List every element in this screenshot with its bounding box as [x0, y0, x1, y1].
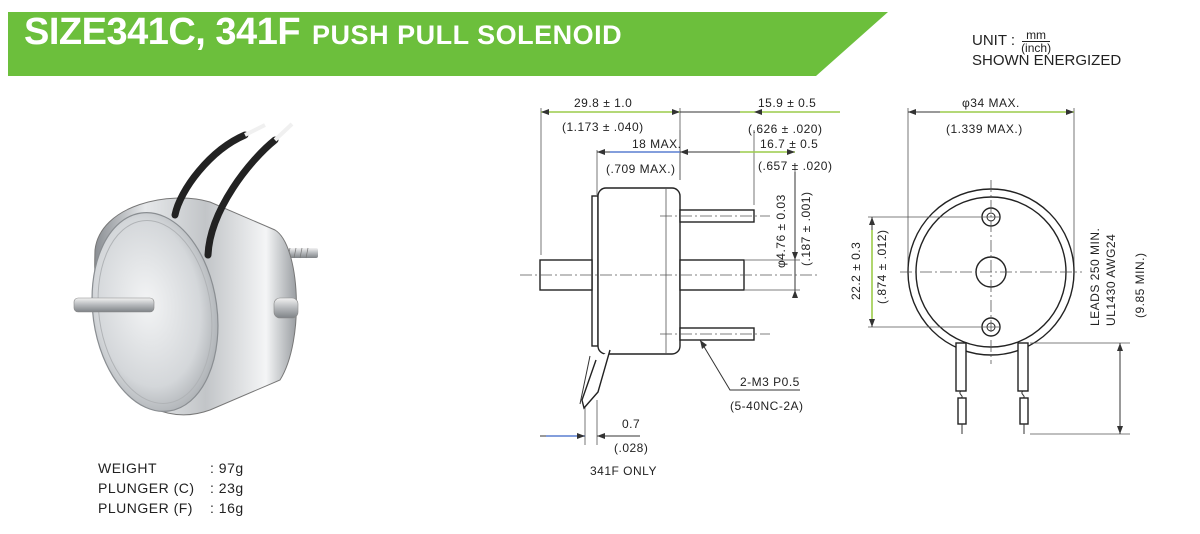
- spec-value: : 16g: [210, 500, 244, 516]
- hole-spacing-inch: (.874 ± .012): [875, 230, 889, 304]
- plunger-diameter: φ4.76 ± 0.03: [774, 194, 788, 268]
- front-lead-wires: [955, 342, 1029, 434]
- spec-row-plunger-f: PLUNGER (F) : 16g: [98, 498, 244, 518]
- flange-plate: [591, 195, 599, 347]
- spec-label: PLUNGER (C): [98, 480, 195, 496]
- unit-note: UNIT : mm (inch) SHOWN ENERGIZED: [972, 29, 1122, 70]
- plunger-extension: 16.7 ± 0.5: [760, 137, 818, 151]
- lead-wire-tip-2: [273, 122, 294, 142]
- product-name: PUSH PULL SOLENOID: [312, 20, 623, 50]
- spec-row-plunger-c: PLUNGER (C) : 23g: [98, 478, 244, 498]
- shown-energized-note: SHOWN ENERGIZED: [972, 52, 1122, 69]
- hole-spacing: 22.2 ± 0.3: [849, 242, 863, 300]
- unit-fraction: mm (inch): [1021, 29, 1051, 54]
- front-view-drawing: φ34 MAX. (1.339 MAX.) 22.2 ± 0.3 (.874 ±…: [849, 96, 1147, 435]
- spec-list: WEIGHT : 97g PLUNGER (C) : 23g PLUNGER (…: [98, 458, 244, 518]
- unit-label: UNIT :: [972, 32, 1016, 49]
- leads-length: LEADS 250 MIN.: [1088, 228, 1102, 326]
- solenoid-photo: [73, 122, 318, 416]
- overall-length: 29.8 ± 1.0: [574, 96, 632, 110]
- stud-length-inch: (.626 ± .020): [748, 122, 822, 136]
- flange-thickness-inch: (.028): [614, 441, 648, 455]
- spec-label: PLUNGER (F): [98, 500, 193, 516]
- flange-note: 341F ONLY: [590, 464, 657, 478]
- spec-label: WEIGHT: [98, 460, 157, 476]
- banner-shape: [8, 12, 888, 76]
- body-length: 18 MAX.: [632, 137, 682, 151]
- thread-spec: 2-M3 P0.5: [740, 375, 800, 389]
- face-rim: [97, 220, 213, 404]
- body-length-inch: (.709 MAX.): [606, 162, 676, 176]
- side-lead-wires: [581, 349, 611, 410]
- lead-wire-1: [171, 131, 249, 219]
- solenoid-face: [91, 211, 219, 413]
- lead-wire-2: [204, 136, 279, 259]
- leads-spec: UL1430 AWG24: [1104, 234, 1118, 326]
- page-title: SIZE341C, 341F PUSH PULL SOLENOID: [24, 12, 622, 52]
- thread-spec-inch: (5-40NC-2A): [730, 399, 804, 413]
- plunger-extension-inch: (.657 ± .020): [758, 159, 832, 173]
- solenoid-body: [597, 187, 681, 355]
- unit-line: UNIT : mm (inch): [972, 29, 1121, 54]
- overall-length-inch: (1.173 ± .040): [562, 120, 644, 134]
- spec-value: : 97g: [210, 460, 244, 476]
- model-name: SIZE341C, 341F: [24, 11, 301, 53]
- rear-plunger: [273, 297, 299, 319]
- side-view-drawing: 29.8 ± 1.0 (1.173 ± .040) 18 MAX. (.709 …: [520, 96, 840, 478]
- lead-wire-tip-1: [244, 123, 266, 137]
- plunger-diameter-inch: (.187 ± .001): [799, 192, 813, 266]
- stud-length: 15.9 ± 0.5: [758, 96, 816, 110]
- unit-mm: mm: [1022, 29, 1051, 42]
- spec-value: : 23g: [210, 480, 244, 496]
- spec-row-weight: WEIGHT : 97g: [98, 458, 244, 478]
- front-plunger: [73, 297, 155, 313]
- housing-diameter-inch: (1.339 MAX.): [946, 122, 1023, 136]
- unit-inch: (inch): [1021, 40, 1052, 55]
- flange-thickness: 0.7: [622, 417, 640, 431]
- housing-diameter: φ34 MAX.: [962, 96, 1020, 110]
- leads-length-inch: (9.85 MIN.): [1133, 252, 1147, 318]
- title-banner: [8, 12, 888, 76]
